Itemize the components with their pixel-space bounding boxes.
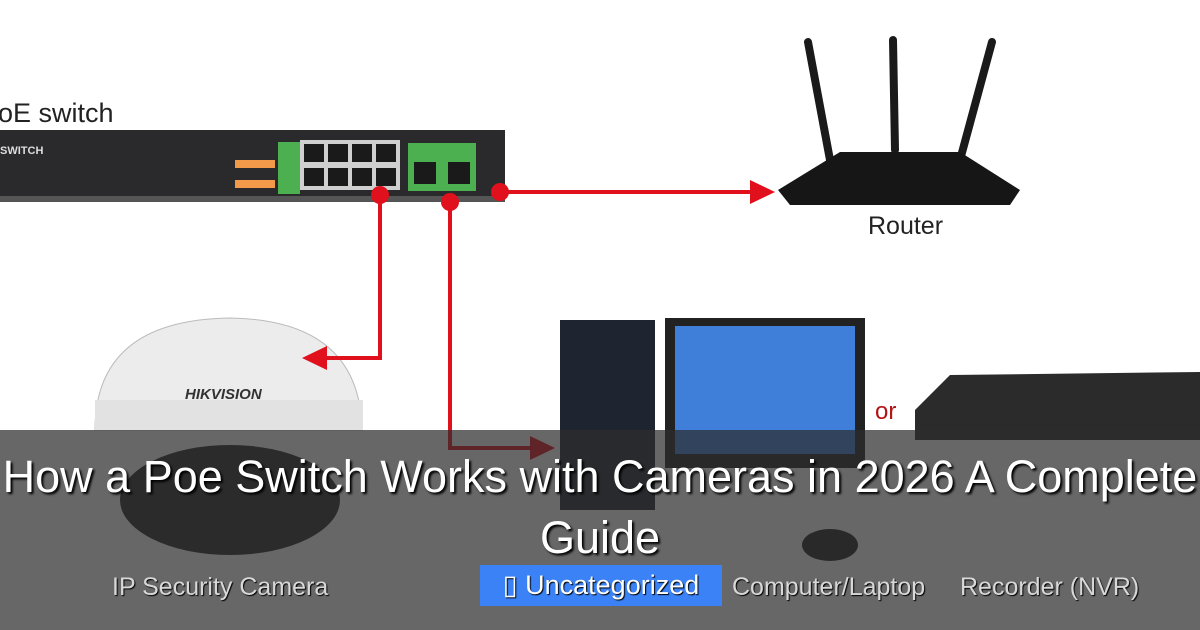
router-label: Router [868,212,944,240]
or-label: or [875,398,897,425]
computer-label: Computer/Laptop [732,573,926,601]
switch-label: oE switch [0,98,114,128]
camera-label: IP Security Camera [112,573,329,601]
camera-brand: HIKVISION [185,386,262,403]
category-badge[interactable]: ▯ Uncategorized [480,565,722,606]
category-label: Uncategorized [525,570,700,600]
poe-switch [0,130,505,202]
nvr-recorder [915,372,1200,440]
router [778,36,1020,205]
recorder-label: Recorder (NVR) [960,573,1140,601]
folder-icon: ▯ [502,570,518,600]
switch-brand: SWITCH [0,145,44,157]
post-title[interactable]: How a Poe Switch Works with Cameras in 2… [2,451,1198,563]
